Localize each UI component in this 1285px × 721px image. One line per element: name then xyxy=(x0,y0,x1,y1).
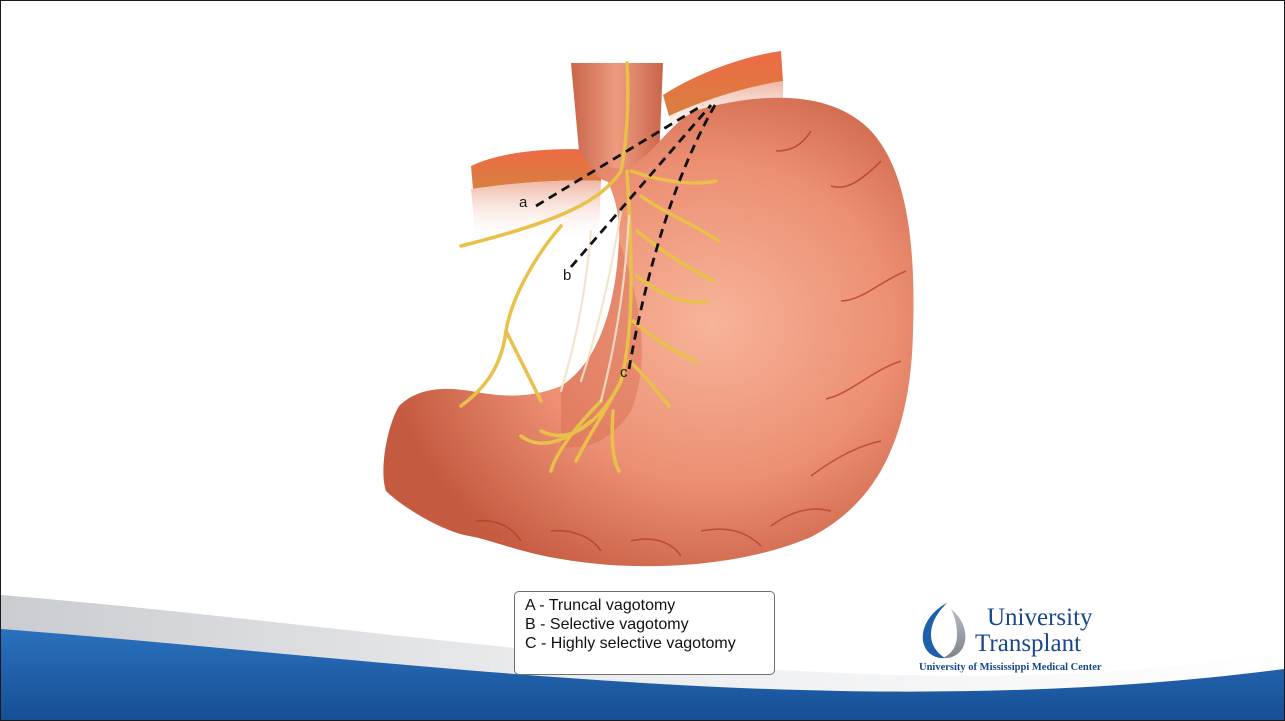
logo-subtitle: University of Mississippi Medical Center xyxy=(919,662,1102,673)
label-c: c xyxy=(620,364,628,381)
label-a: a xyxy=(519,194,527,211)
logo-text-transplant: Transplant xyxy=(975,630,1081,658)
logo-text-university: University xyxy=(987,604,1093,632)
diaphragm-left-shadow xyxy=(471,180,601,243)
legend-box: A - Truncal vagotomy B - Selective vagot… xyxy=(514,591,775,675)
label-b: b xyxy=(563,267,571,284)
legend-item-selective: B - Selective vagotomy xyxy=(525,615,774,634)
legend-item-highly-selective: C - Highly selective vagotomy xyxy=(525,634,774,653)
logo-mark-icon xyxy=(917,601,973,661)
legend-item-truncal: A - Truncal vagotomy xyxy=(525,596,774,615)
university-transplant-logo: University Transplant University of Miss… xyxy=(913,601,1143,681)
